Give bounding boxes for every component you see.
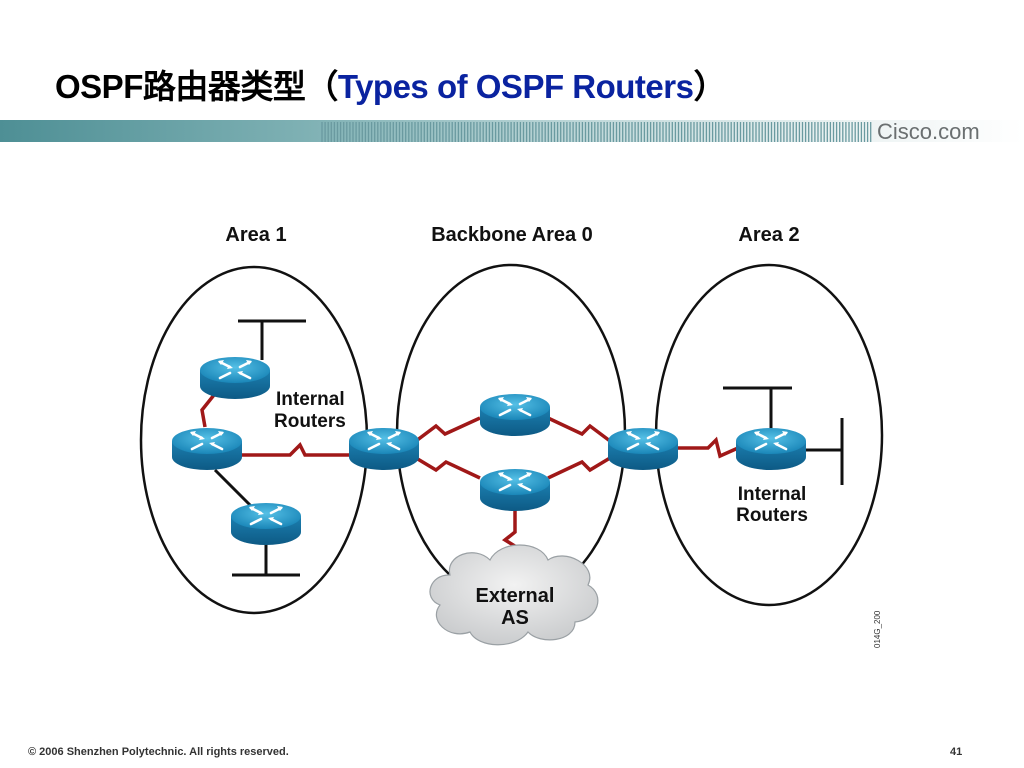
lan-link — [213, 468, 254, 509]
internal-routers-right-line2: Routers — [736, 505, 808, 526]
serial-link — [240, 442, 350, 457]
serial-link — [415, 456, 481, 480]
internal-routers-right-line1: Internal — [738, 484, 807, 505]
title-close: ） — [693, 68, 726, 105]
router-backbone-bottom — [478, 467, 552, 513]
copyright-footer: © 2006 Shenzhen Polytechnic. All rights … — [28, 746, 289, 758]
header-banner — [0, 120, 1024, 142]
internal-routers-left-line2: Routers — [274, 411, 346, 432]
figure-code: 014G_200 — [873, 610, 882, 648]
internal-routers-left-line1: Internal — [276, 389, 345, 410]
router-area1-top — [198, 355, 272, 401]
cisco-logo: Cisco.com — [877, 119, 980, 144]
serial-link — [414, 416, 481, 443]
external-as-line1: External — [476, 585, 555, 607]
slide-title: OSPF路由器类型（Types of OSPF Routers） — [55, 60, 726, 108]
serial-link — [547, 456, 611, 480]
area2-label: Area 2 — [738, 224, 799, 246]
router-area2 — [734, 426, 808, 472]
router-area1-mid — [170, 426, 244, 472]
router-abr-left — [347, 426, 421, 472]
router-abr-right — [606, 426, 680, 472]
area0-label: Backbone Area 0 — [431, 224, 593, 246]
area1-label: Area 1 — [225, 224, 286, 246]
serial-link — [676, 436, 739, 459]
router-area1-bottom — [229, 501, 303, 547]
serial-link — [547, 416, 612, 443]
router-backbone-top — [478, 392, 552, 438]
page-number: 41 — [950, 746, 963, 758]
external-as-line2: AS — [501, 607, 529, 629]
title-zh: OSPF路由器类型（ — [55, 68, 338, 105]
title-en: Types of OSPF Routers — [337, 68, 694, 105]
external-as-cloud: External AS — [429, 544, 599, 646]
